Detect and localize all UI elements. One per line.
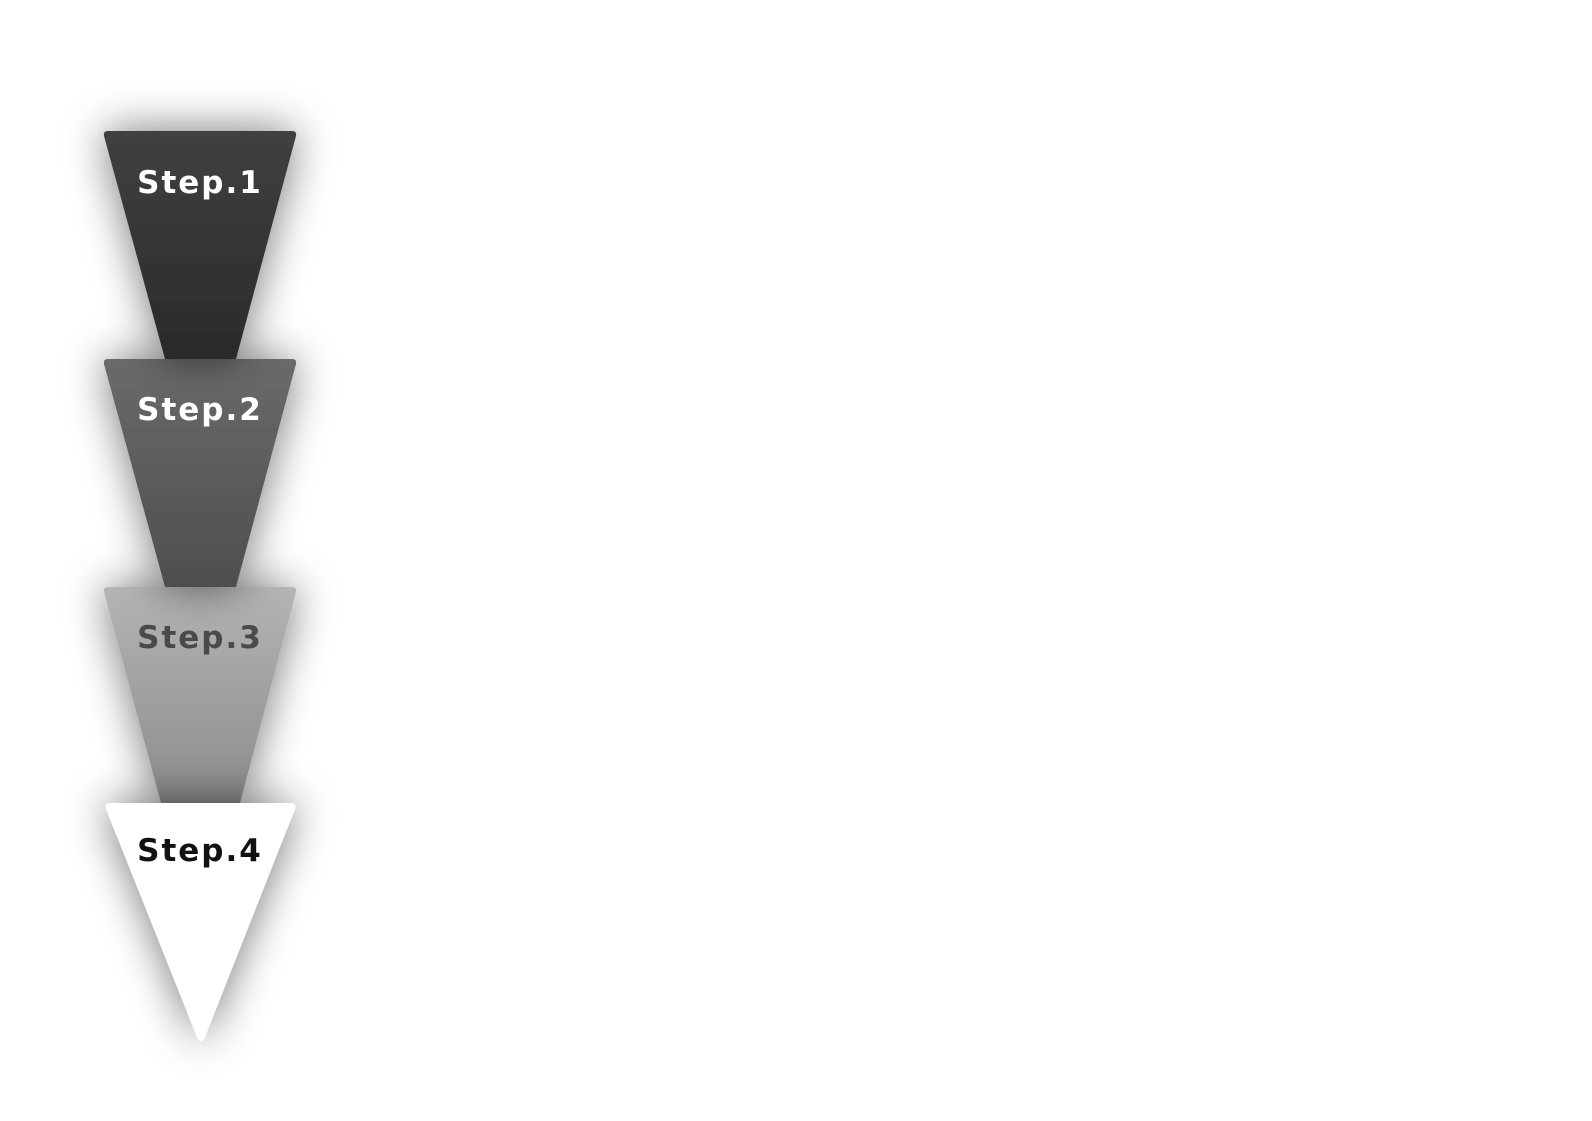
funnel-step-1-shape [103, 131, 297, 359]
funnel-step-3-label: Step.3 [137, 620, 263, 656]
funnel-step-1: Step.1 [103, 131, 297, 359]
funnel-step-2-label: Step.2 [137, 392, 263, 428]
funnel-step-2: Step.2 [103, 359, 297, 587]
funnel-step-4: Step.4 [105, 803, 296, 1041]
funnel-step-2-shape [103, 359, 297, 587]
funnel-step-4-shape [105, 803, 296, 1041]
funnel-step-4-label: Step.4 [137, 833, 263, 869]
funnel-step-3-shape [103, 587, 297, 803]
funnel-step-3: Step.3 [103, 587, 297, 803]
funnel-step-1-label: Step.1 [137, 165, 263, 201]
